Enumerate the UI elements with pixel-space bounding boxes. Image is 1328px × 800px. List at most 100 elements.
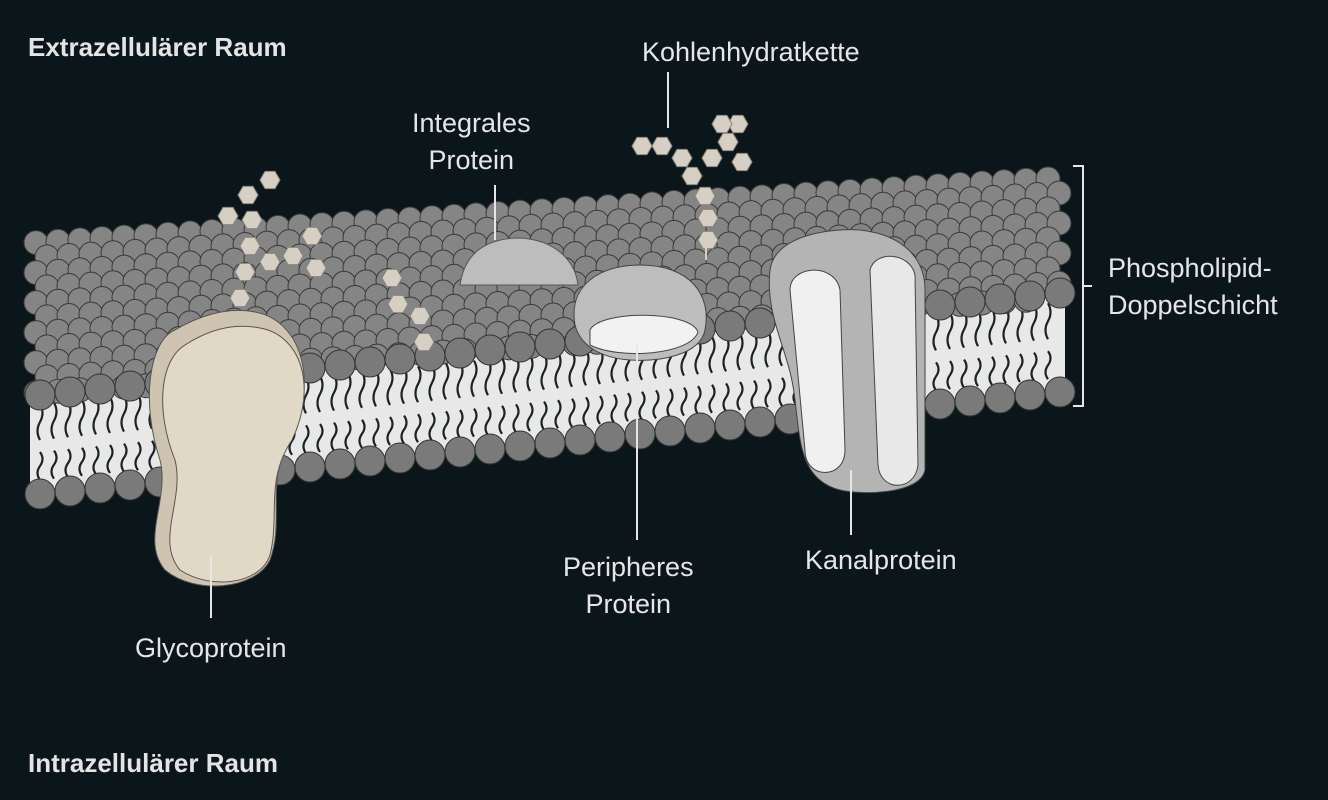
- sugar-hexagon: [681, 166, 703, 186]
- lipid-tail: [344, 420, 352, 450]
- integral-protein-label: Integrales Protein: [412, 105, 531, 179]
- label-line: Phospholipid-: [1108, 253, 1272, 283]
- lipid-head: [1014, 379, 1046, 411]
- lipid-tail: [498, 357, 506, 395]
- lipid-tail: [302, 424, 310, 455]
- lipid-tail: [386, 368, 394, 406]
- lipid-tail: [932, 361, 940, 392]
- lipid-head: [564, 424, 596, 456]
- lipid-head: [624, 418, 656, 450]
- lipid-tail: [526, 354, 534, 392]
- lipid-head: [444, 337, 476, 369]
- lipid-tail: [1002, 354, 1010, 385]
- lipid-head: [354, 346, 386, 378]
- extracellular-label: Extrazellulärer Raum: [28, 32, 287, 62]
- peripheral-protein-face: [589, 314, 699, 354]
- lipid-tail: [708, 384, 716, 414]
- sugar-hexagon: [241, 210, 263, 230]
- lipid-tail: [778, 377, 786, 407]
- lipid-head: [534, 427, 566, 459]
- label-line: Protein: [428, 145, 515, 175]
- channel-subunit: [869, 255, 919, 486]
- lipid-tail: [470, 407, 478, 438]
- lipid-tail: [1044, 302, 1052, 340]
- lipid-tail: [512, 403, 520, 434]
- lipid-head: [294, 451, 326, 483]
- lipid-tail: [638, 391, 646, 421]
- lipid-tail: [400, 414, 408, 445]
- lipid-tail: [134, 393, 142, 431]
- lipid-tail: [960, 358, 968, 389]
- lipid-head: [54, 475, 86, 507]
- lipid-head: [84, 472, 116, 504]
- sugar-hexagon: [701, 148, 723, 168]
- sugar-hexagon: [697, 208, 719, 228]
- sugar-hexagon: [259, 170, 281, 190]
- lipid-tail: [526, 402, 534, 432]
- label-line: Protein: [585, 589, 672, 619]
- lipid-head: [984, 283, 1016, 315]
- lipid-tail: [484, 406, 492, 436]
- carbohydrate-chain-label: Kohlenhydratkette: [642, 37, 860, 67]
- lipid-tail: [414, 365, 422, 403]
- bilayer-label: Phospholipid- Doppelschicht: [1108, 250, 1278, 324]
- sugar-hexagon: [217, 206, 239, 226]
- lipid-tail: [358, 419, 366, 449]
- lipid-tail: [764, 378, 772, 408]
- lipid-tail: [582, 348, 590, 386]
- lipid-tail: [946, 360, 954, 390]
- lipid-tail: [414, 413, 422, 443]
- lipid-head: [924, 289, 956, 321]
- lipid-head: [384, 442, 416, 474]
- sugar-hexagon: [651, 136, 673, 156]
- lipid-head: [474, 334, 506, 366]
- bilayer-bracket: [1073, 165, 1092, 407]
- lipid-head: [324, 448, 356, 480]
- lipid-tail: [946, 312, 954, 350]
- lipid-tail: [624, 392, 632, 422]
- label-line: Integrales: [412, 108, 531, 138]
- lipid-head: [1014, 280, 1046, 312]
- lipid-tail: [64, 448, 72, 478]
- sugar-hexagon: [229, 288, 251, 308]
- channel-protein-label: Kanalprotein: [805, 545, 957, 575]
- lipid-head: [954, 286, 986, 318]
- lipid-head: [744, 406, 776, 438]
- lipid-tail: [596, 395, 604, 425]
- lipid-head: [54, 376, 86, 408]
- sugar-hexagon: [282, 246, 304, 266]
- lipid-head: [954, 385, 986, 417]
- lipid-head: [924, 388, 956, 420]
- label-line: Doppelschicht: [1108, 290, 1278, 320]
- lipid-tail: [694, 385, 702, 415]
- lipid-tail: [988, 308, 996, 346]
- lipid-tail: [36, 451, 44, 481]
- lipid-tail: [708, 336, 716, 374]
- lipid-head: [684, 412, 716, 444]
- lipid-head: [654, 415, 686, 447]
- glycoprotein-label: Glycoprotein: [135, 633, 287, 663]
- lipid-tail: [736, 381, 744, 411]
- lipid-tail: [1044, 350, 1052, 380]
- lipid-tail: [722, 382, 730, 413]
- lipid-tail: [78, 447, 86, 477]
- lipid-head: [414, 439, 446, 471]
- lipid-tail: [498, 405, 506, 435]
- lipid-head: [1044, 376, 1076, 408]
- lipid-tail: [316, 375, 324, 413]
- sugar-hexagon: [381, 268, 403, 288]
- lipid-tail: [456, 409, 464, 439]
- lipid-head: [984, 382, 1016, 414]
- lipid-tail: [582, 396, 590, 427]
- sugar-hexagon: [259, 252, 281, 272]
- lipid-head: [114, 469, 146, 501]
- lipid-head: [24, 478, 56, 510]
- lipid-tail: [554, 351, 562, 389]
- sugar-hexagon: [237, 185, 259, 205]
- lipid-tail: [358, 371, 366, 409]
- lipid-head: [594, 421, 626, 453]
- lipid-head: [324, 349, 356, 381]
- peripheral-protein-label: Peripheres Protein: [563, 549, 694, 623]
